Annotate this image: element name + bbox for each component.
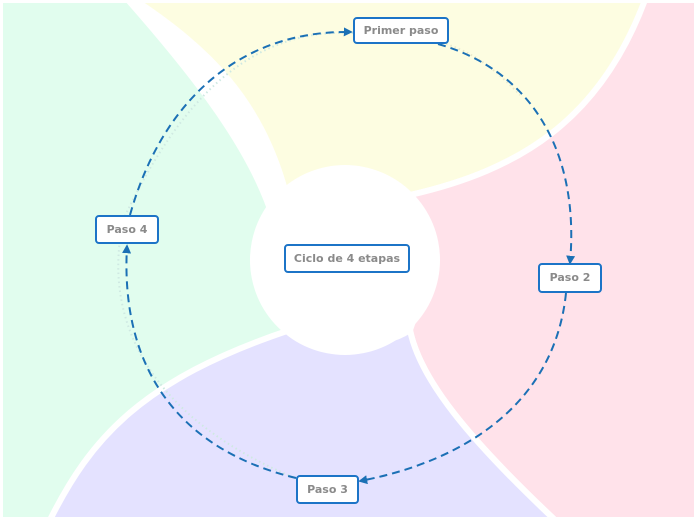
- dotted-guide-arc-top: [445, 43, 521, 96]
- step-node-primer-paso[interactable]: Primer paso: [353, 17, 449, 44]
- step-node-paso-2[interactable]: Paso 2: [538, 263, 602, 293]
- connector-paso-2-to-paso-3: [358, 292, 567, 485]
- step-node-paso-3[interactable]: Paso 3: [296, 475, 359, 504]
- center-topic-node[interactable]: Ciclo de 4 etapas: [284, 244, 410, 273]
- step-node-paso-4[interactable]: Paso 4: [95, 215, 159, 244]
- connector-paso-3-to-paso-4: [122, 244, 297, 479]
- dotted-guide-arc: [117, 31, 354, 481]
- connector-primer-paso-to-paso-2: [437, 43, 576, 265]
